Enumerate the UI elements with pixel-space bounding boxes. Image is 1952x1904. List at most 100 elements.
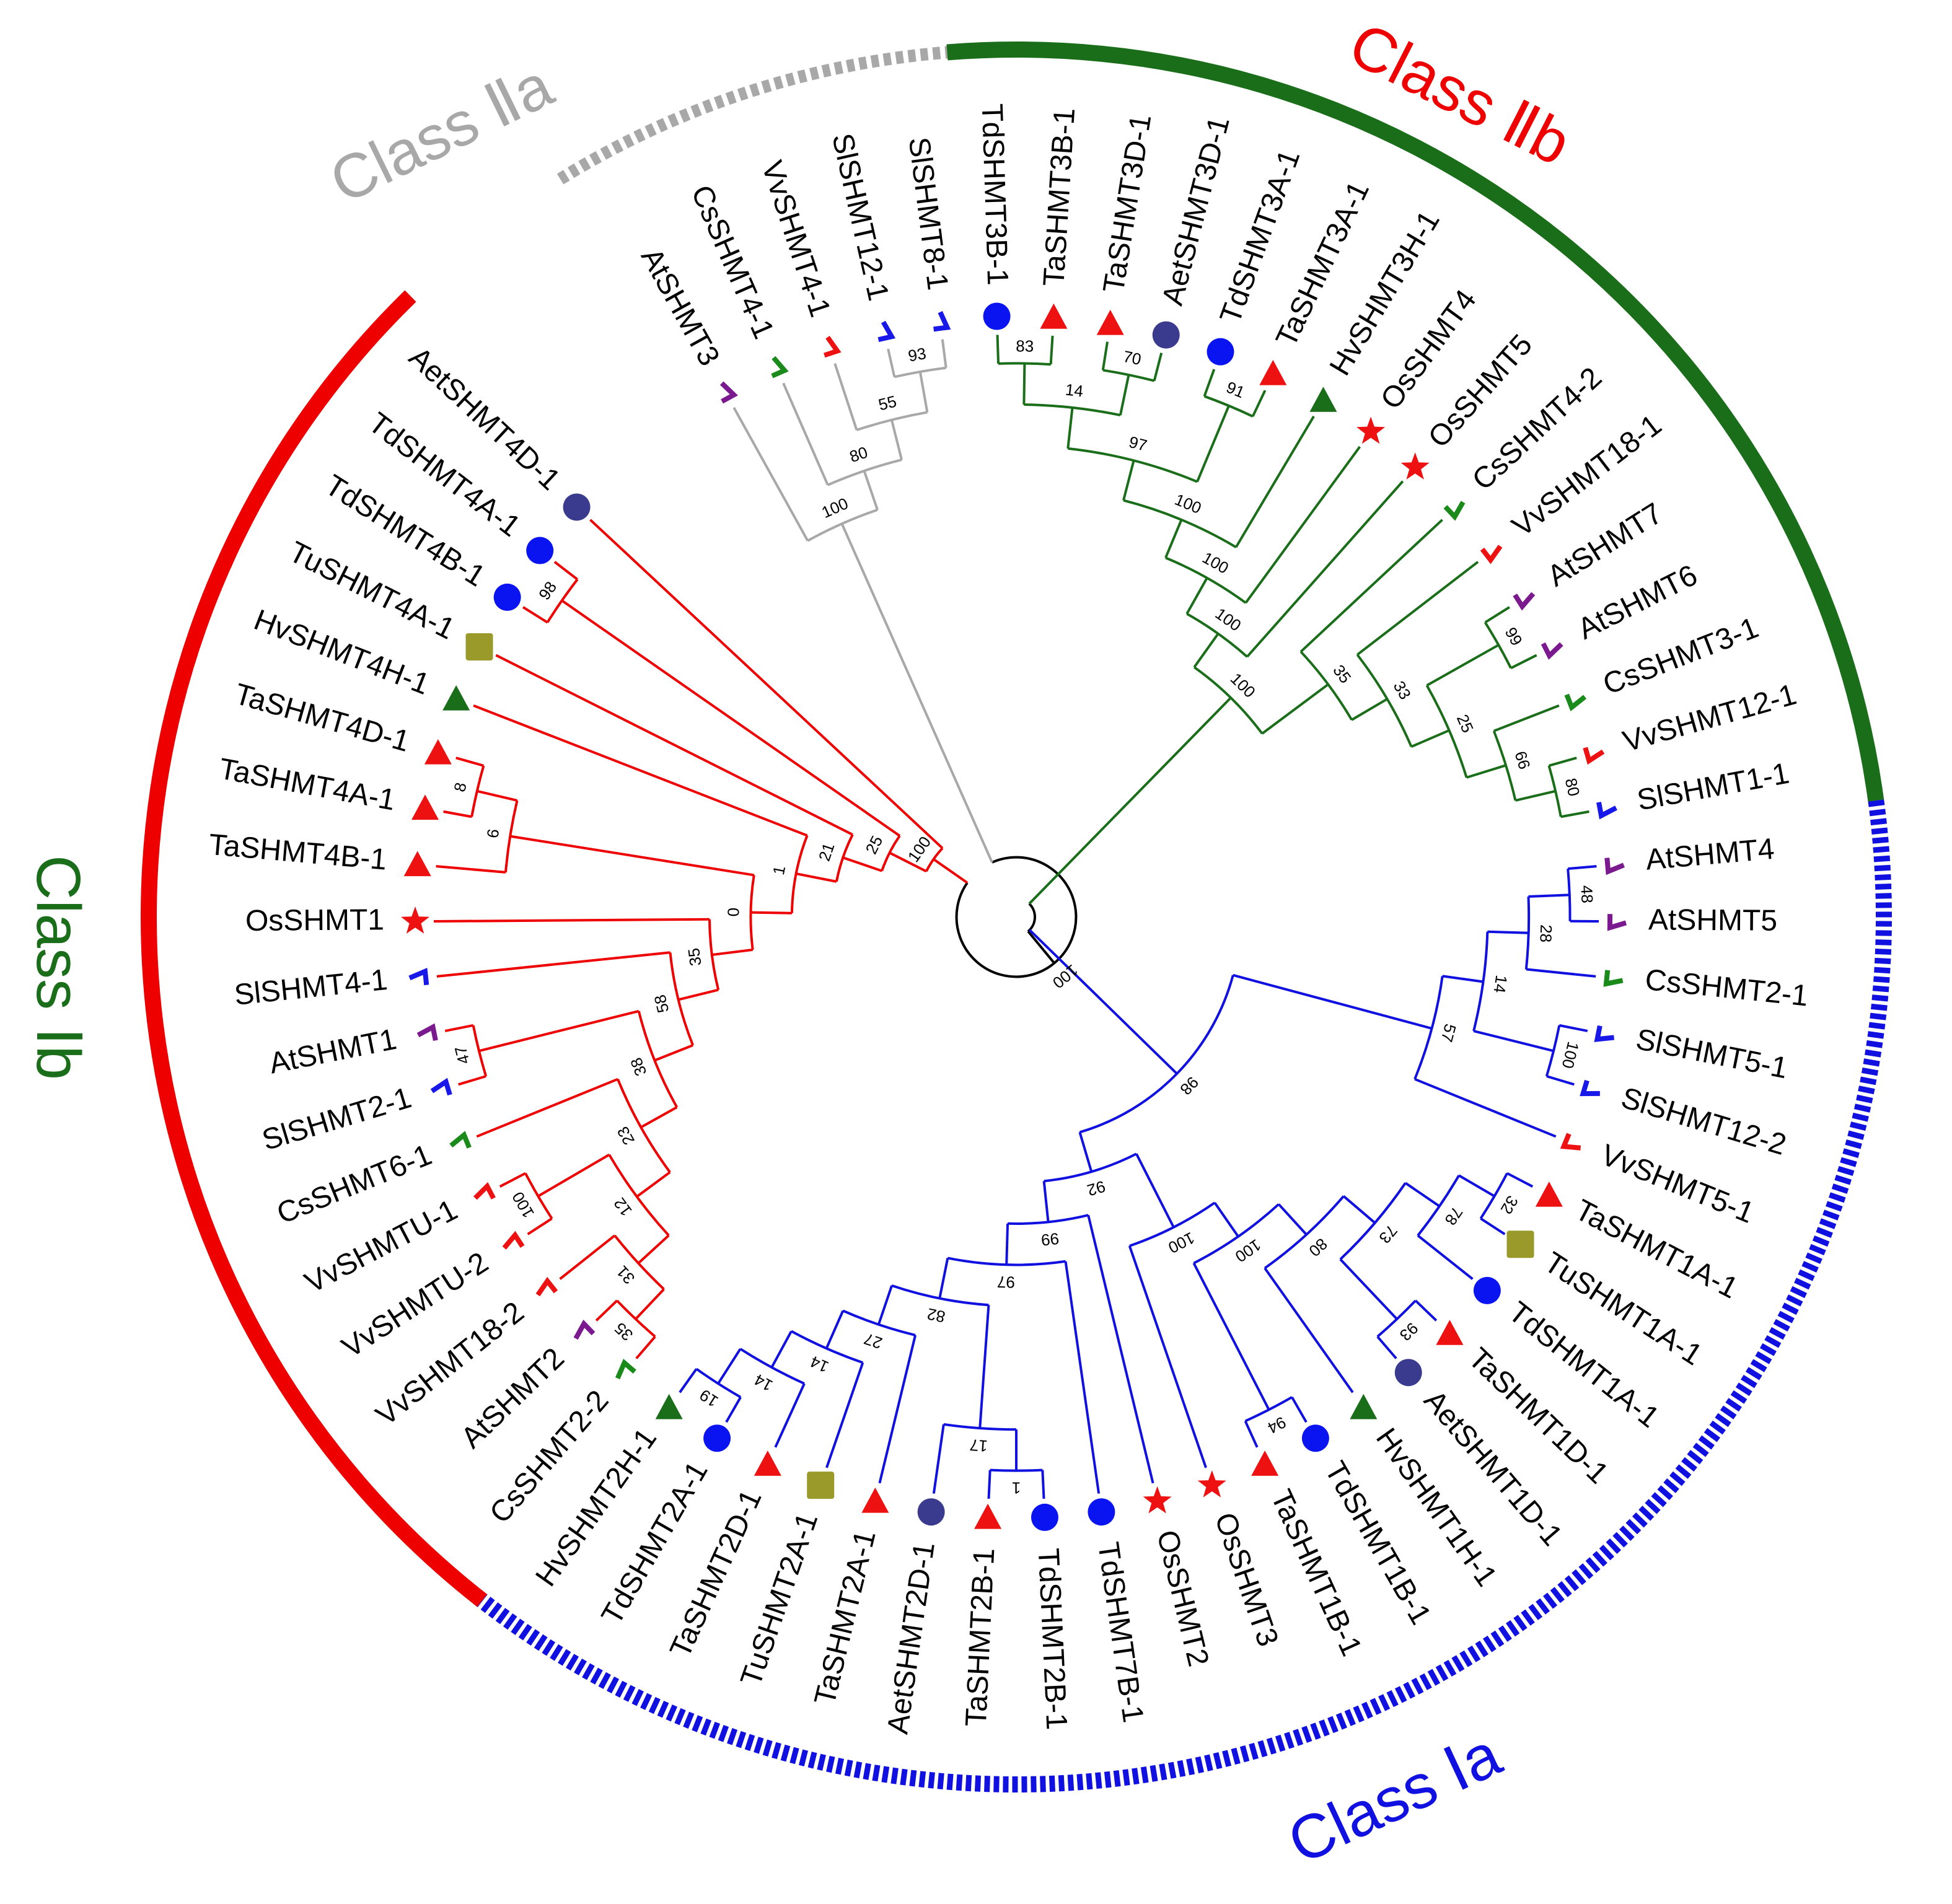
class-arcs — [140, 42, 1892, 1793]
bootstrap-value: 6 — [483, 828, 503, 840]
circle-marker-icon — [493, 583, 521, 611]
branch-arc — [827, 458, 902, 486]
check-marker-icon — [1560, 1133, 1581, 1151]
branch-line — [717, 1348, 742, 1385]
triangle-marker-icon — [442, 685, 470, 711]
triangle-marker-icon — [754, 1450, 781, 1476]
check-marker-icon — [473, 1182, 496, 1200]
leaf-label: SlSHMT4-1 — [233, 963, 389, 1012]
branch-arc — [1027, 903, 1036, 932]
branch-line — [522, 606, 548, 624]
leaf-label: OsSHMT3 — [1208, 1509, 1285, 1651]
branch-line — [878, 1335, 917, 1484]
bootstrap-value: 100 — [1165, 1229, 1197, 1257]
bootstrap-value: 35 — [611, 1319, 637, 1345]
check-marker-icon — [877, 320, 896, 343]
branch-line — [1135, 1153, 1175, 1228]
branch-line — [842, 856, 882, 872]
branch-arc — [1244, 1396, 1293, 1423]
branch-line — [1153, 353, 1163, 382]
check-marker-icon — [535, 1276, 558, 1297]
bootstrap-value: 100 — [1212, 604, 1245, 635]
bootstrap-value: 27 — [861, 1330, 884, 1353]
bootstrap-value: 93 — [1396, 1319, 1422, 1345]
branch-line — [932, 1424, 945, 1494]
branch-line — [1426, 644, 1500, 687]
branch-line — [1233, 973, 1433, 1030]
leaf-label: SlSHMT12-1 — [825, 131, 895, 304]
branch-line — [1484, 606, 1510, 624]
branch-line — [1442, 975, 1484, 983]
branch-line — [1244, 1420, 1259, 1448]
branch-line — [1234, 415, 1315, 548]
branch-line — [1404, 1182, 1440, 1208]
branch-arc — [990, 1468, 1043, 1472]
leaf-label: TdSHMT7B-1 — [1091, 1540, 1150, 1725]
branch-line — [1417, 1234, 1474, 1280]
bootstrap-value: 100 — [1559, 1040, 1583, 1070]
check-marker-icon — [502, 1231, 525, 1250]
check-marker-icon — [573, 1319, 596, 1340]
branch-line — [1264, 1267, 1354, 1393]
branch-arc — [891, 1284, 989, 1307]
bootstrap-value: 73 — [1375, 1221, 1401, 1247]
branch-line — [1466, 764, 1506, 779]
check-marker-icon — [1513, 592, 1536, 611]
branch-arc — [955, 856, 1078, 978]
branch-line — [938, 1258, 949, 1299]
leaf-label: VvSHMT12-1 — [1619, 678, 1800, 758]
branch-line — [434, 918, 710, 923]
branch-line — [1410, 729, 1450, 748]
check-marker-icon — [824, 335, 842, 358]
branch-line — [1005, 1223, 1009, 1265]
branch-line — [1078, 1131, 1093, 1172]
bootstrap-value: 100 — [1232, 1235, 1265, 1266]
triangle-marker-icon — [1096, 309, 1124, 335]
check-marker-icon — [1607, 914, 1627, 931]
branch-arc — [998, 362, 1051, 366]
branch-line — [1042, 1181, 1050, 1222]
branch-line — [996, 335, 1000, 364]
check-marker-icon — [1583, 747, 1605, 765]
branch-line — [840, 523, 993, 863]
bootstrap-value: 80 — [847, 442, 870, 466]
triangle-marker-icon — [655, 1393, 683, 1419]
branch-line — [1515, 789, 1556, 802]
branch-line — [711, 948, 753, 957]
check-marker-icon — [408, 968, 429, 986]
branch-arc — [1129, 1201, 1216, 1247]
triangle-marker-icon — [1436, 1320, 1464, 1345]
check-marker-icon — [449, 1131, 472, 1149]
leaf-label: SlSHMT1-1 — [1635, 757, 1792, 817]
check-marker-icon — [1604, 858, 1625, 875]
branch-line — [1027, 930, 1055, 964]
bootstrap-value: 98 — [1177, 1073, 1203, 1099]
star-marker-icon — [401, 906, 430, 934]
bootstrap-value: 100 — [1199, 548, 1232, 577]
circle-marker-icon — [1394, 1359, 1422, 1387]
branch-line — [458, 1075, 486, 1086]
branch-arc — [1524, 896, 1531, 970]
branch-line — [1528, 893, 1570, 898]
branch-arc — [1194, 666, 1264, 735]
branch-line — [1546, 1075, 1575, 1086]
triangle-marker-icon — [1251, 1450, 1279, 1476]
branch-line — [1351, 698, 1388, 721]
branch-arc — [470, 765, 485, 817]
branch-line — [1119, 374, 1130, 416]
circle-marker-icon — [983, 302, 1011, 330]
branch-line — [1414, 1299, 1438, 1322]
check-marker-icon — [933, 311, 951, 332]
bootstrap-value: 97 — [997, 1273, 1016, 1292]
branch-line — [1029, 929, 1178, 1075]
bootstrap-value: 100 — [1172, 490, 1204, 517]
bootstrap-value: 100 — [508, 1189, 538, 1222]
branch-line — [1277, 1203, 1308, 1235]
branch-line — [1480, 1217, 1506, 1235]
branch-arc — [881, 835, 901, 872]
leaf-label: VvSHMT4-1 — [755, 157, 837, 321]
circle-marker-icon — [563, 493, 591, 521]
branch-line — [473, 704, 808, 837]
bootstrap-value: 93 — [907, 344, 928, 366]
branch-line — [1567, 865, 1597, 871]
